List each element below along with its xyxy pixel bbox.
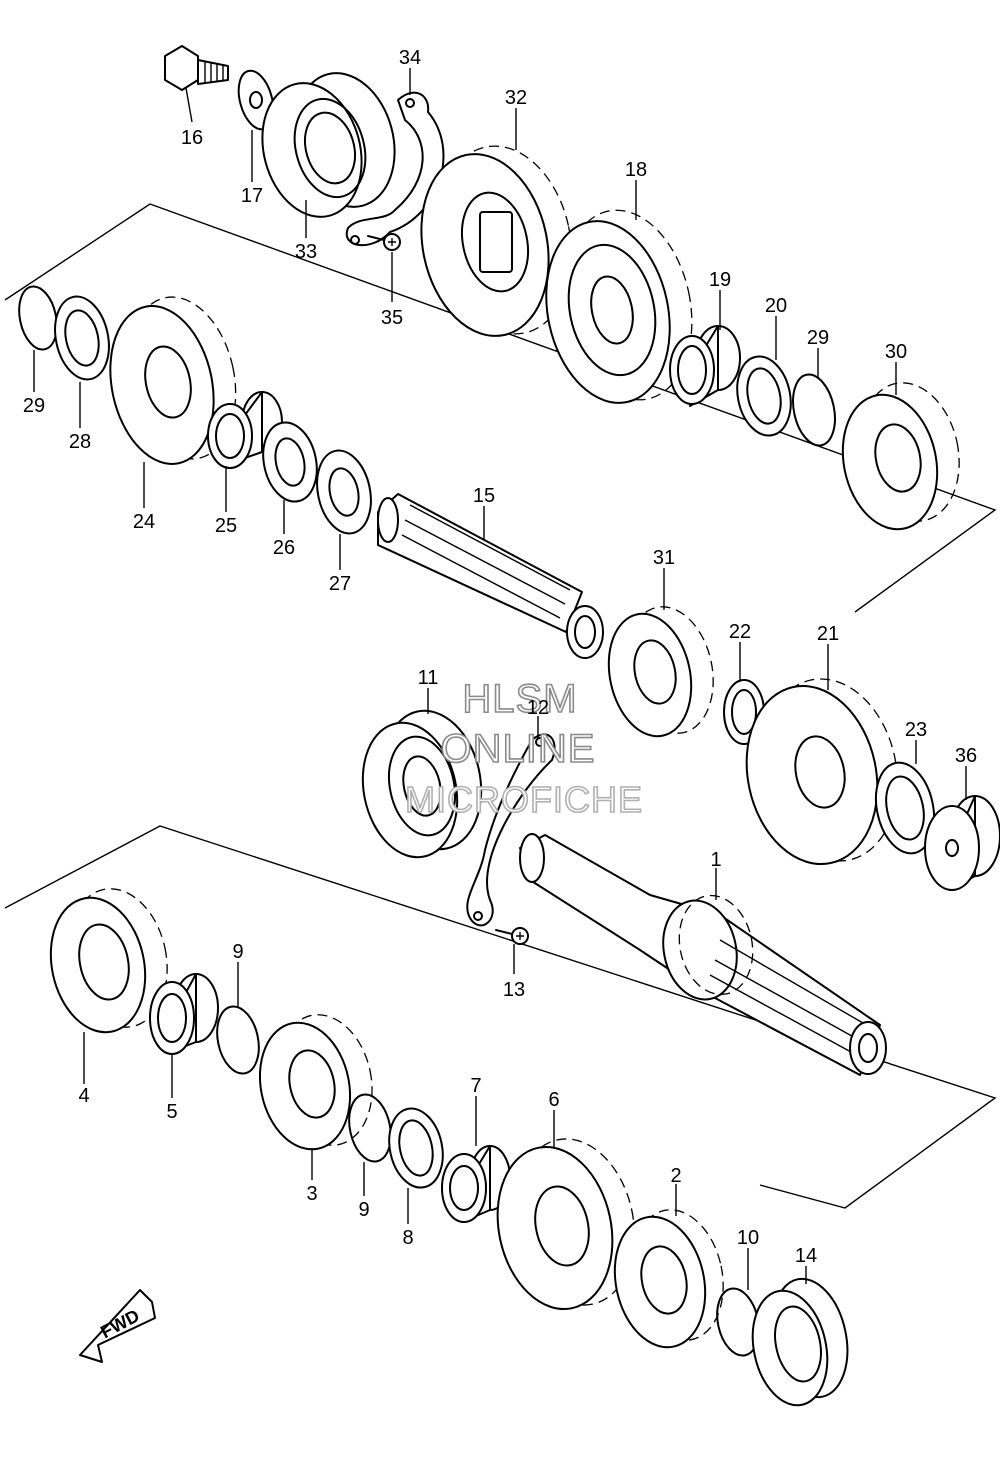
washer-part xyxy=(874,761,936,855)
callout-label: 29 xyxy=(23,395,45,417)
gear-part xyxy=(607,606,714,738)
callout-label: 35 xyxy=(381,307,403,329)
gear-part xyxy=(109,296,237,465)
callout-labels: 1 2 3 4 5 6 7 8 9 9 10 11 12 13 14 15 16… xyxy=(23,47,977,1267)
washer-part xyxy=(398,1119,434,1177)
bearing-part xyxy=(261,72,396,218)
washer-part xyxy=(885,775,925,841)
seal-part xyxy=(924,795,1000,891)
driveshaft-group-outline xyxy=(4,825,997,1209)
callout-label: 32 xyxy=(505,87,527,109)
fwd-arrow-icon: FWD xyxy=(79,1289,156,1363)
callout-label: 9 xyxy=(358,1199,369,1221)
watermark-line-2: ONLINE xyxy=(441,727,596,771)
callout-label: 13 xyxy=(503,979,525,1001)
callout-label: 21 xyxy=(817,623,839,645)
callout-label: 17 xyxy=(241,185,263,207)
callout-label: 9 xyxy=(232,941,243,963)
callout-label: 26 xyxy=(273,537,295,559)
screw-part xyxy=(495,927,529,945)
callout-label: 29 xyxy=(807,327,829,349)
callout-label: 30 xyxy=(885,341,907,363)
bearing-part xyxy=(751,1277,849,1407)
screw-part xyxy=(367,233,401,251)
lock-washer-part xyxy=(274,437,306,487)
circlip-part xyxy=(216,1005,260,1075)
callout-label: 5 xyxy=(166,1101,177,1123)
watermark-line-1: HLSM xyxy=(462,677,577,721)
lock-washer-part xyxy=(328,467,360,517)
washer-part xyxy=(64,309,100,367)
callout-label: 8 xyxy=(402,1227,413,1249)
circlip-part xyxy=(792,373,836,447)
countershaft-part xyxy=(377,493,604,659)
bushing-part xyxy=(207,391,283,469)
callout-label: 31 xyxy=(653,547,675,569)
callout-label: 3 xyxy=(306,1183,317,1205)
washer-part xyxy=(237,69,275,131)
gear-part xyxy=(420,145,573,337)
gear-part xyxy=(258,1014,373,1151)
callout-label: 4 xyxy=(78,1085,89,1107)
gear-part xyxy=(545,209,693,404)
callout-label: 27 xyxy=(329,573,351,595)
bushing-part xyxy=(149,973,219,1055)
callout-label: 15 xyxy=(473,485,495,507)
washer-part xyxy=(54,295,110,381)
gear-part xyxy=(745,678,898,866)
callout-label: 20 xyxy=(765,295,787,317)
callout-label: 14 xyxy=(795,1245,817,1267)
callout-label: 12 xyxy=(527,697,549,719)
watermark-line-3: MICROFICHE xyxy=(405,779,643,820)
retaining-plate-part xyxy=(345,91,445,247)
washer-part xyxy=(388,1107,444,1189)
washer-part xyxy=(746,367,782,425)
bushing-part xyxy=(669,325,741,407)
bearing-part xyxy=(361,709,483,859)
callout-label: 22 xyxy=(729,621,751,643)
gear-part xyxy=(49,888,168,1034)
driveshaft-part xyxy=(519,833,887,1076)
callout-label: 19 xyxy=(709,269,731,291)
callout-label: 34 xyxy=(399,47,421,69)
bolt-part xyxy=(164,45,229,91)
watermark: HLSM ONLINE MICROFICHE xyxy=(404,676,643,821)
callout-label: 2 xyxy=(670,1165,681,1187)
retaining-plate-part xyxy=(466,733,556,927)
callout-label: 25 xyxy=(215,515,237,537)
leader-lines xyxy=(33,68,967,1290)
callout-label: 7 xyxy=(470,1075,481,1097)
callout-label: 23 xyxy=(905,719,927,741)
gear-part xyxy=(841,382,960,531)
callout-label: 33 xyxy=(295,241,317,263)
lock-washer-part xyxy=(316,449,372,535)
gear-part xyxy=(613,1209,724,1349)
callout-label: 24 xyxy=(133,511,155,533)
callout-label: 18 xyxy=(625,159,647,181)
gear-part xyxy=(496,1138,636,1311)
callout-label: 6 xyxy=(548,1089,559,1111)
callout-label: 11 xyxy=(418,667,439,689)
circlip-part xyxy=(18,285,58,351)
callout-label: 16 xyxy=(181,127,203,149)
circlip-part xyxy=(348,1093,392,1163)
lock-washer-part xyxy=(262,421,318,503)
callout-label: 10 xyxy=(737,1227,759,1249)
callout-label: 1 xyxy=(710,849,721,871)
callout-label: 28 xyxy=(69,431,91,453)
callout-label: 36 xyxy=(955,745,977,767)
